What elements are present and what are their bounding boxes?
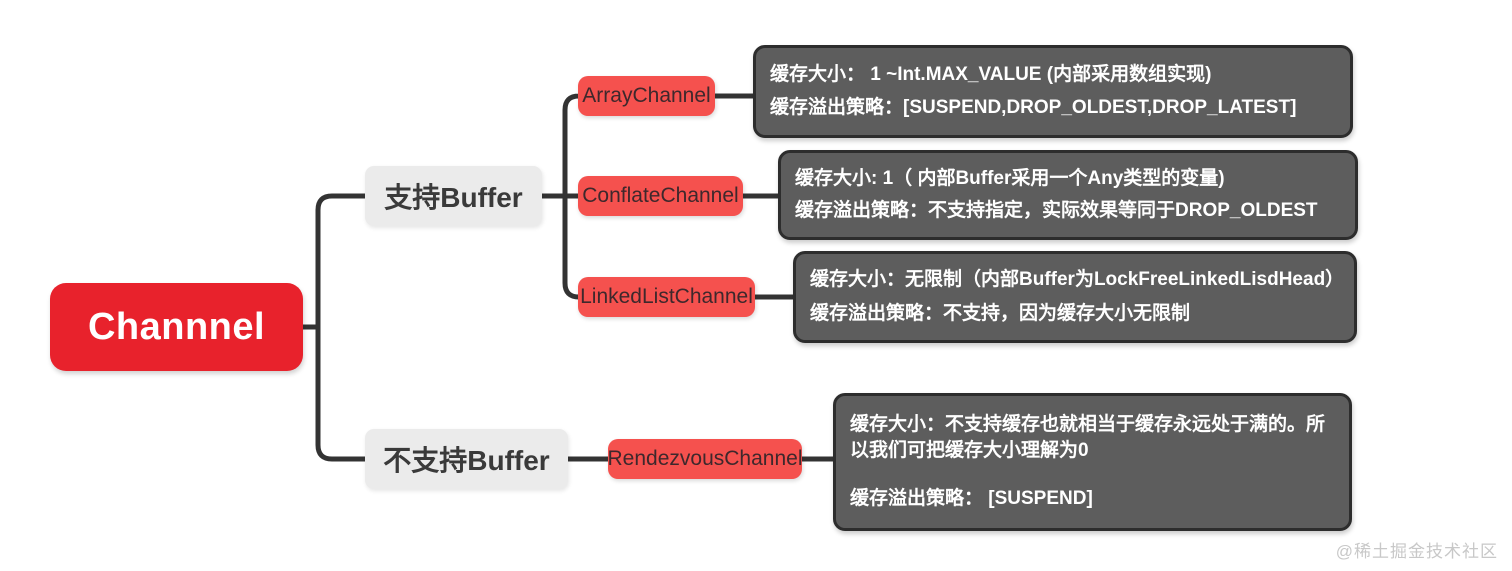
desc-box-arraychannel[interactable]: 缓存大小： 1 ~Int.MAX_VALUE (内部采用数组实现) 缓存溢出策略… xyxy=(753,45,1353,138)
desc-overflow-policy: 缓存溢出策略： [SUSPEND] xyxy=(850,488,1093,509)
desc-box-rendezvouschannel[interactable]: 缓存大小：不支持缓存也就相当于缓存永远处于满的。所以我们可把缓存大小理解为0 缓… xyxy=(833,393,1352,531)
desc-buffer-size: 缓存大小：无限制（内部Buffer为LockFreeLinkedLisdHead… xyxy=(810,269,1345,291)
connector-buffer-children xyxy=(562,93,580,300)
branch-node-buffer-supported[interactable]: 支持Buffer xyxy=(365,166,542,226)
watermark: @稀土掘金技术社区 xyxy=(1335,542,1498,561)
desc-buffer-size: 缓存大小：不支持缓存也就相当于缓存永远处于满的。所以我们可把缓存大小理解为0 xyxy=(850,414,1326,461)
channel-node-linkedlistchannel[interactable]: LinkedListChannel xyxy=(578,277,755,317)
channel-node-conflatechannel[interactable]: ConflateChannel xyxy=(578,176,743,216)
channel-node-rendezvouschannel[interactable]: RendezvousChannel xyxy=(608,439,802,479)
desc-box-conflatechannel[interactable]: 缓存大小: 1（ 内部Buffer采用一个Any类型的变量) 缓存溢出策略：不支… xyxy=(778,150,1358,240)
root-node-channel[interactable]: Channnel xyxy=(50,283,303,371)
desc-overflow-policy: 缓存溢出策略：不支持，因为缓存大小无限制 xyxy=(810,302,1191,324)
connector-root-branches xyxy=(315,193,365,462)
desc-overflow-policy: 缓存溢出策略：不支持指定，实际效果等同于DROP_OLDEST xyxy=(795,200,1318,222)
branch-node-buffer-unsupported[interactable]: 不支持Buffer xyxy=(365,429,568,489)
desc-box-linkedlistchannel[interactable]: 缓存大小：无限制（内部Buffer为LockFreeLinkedLisdHead… xyxy=(793,251,1357,343)
desc-buffer-size: 缓存大小: 1（ 内部Buffer采用一个Any类型的变量) xyxy=(795,167,1225,189)
desc-buffer-size: 缓存大小： 1 ~Int.MAX_VALUE (内部采用数组实现) xyxy=(770,63,1212,85)
desc-overflow-policy: 缓存溢出策略：[SUSPEND,DROP_OLDEST,DROP_LATEST] xyxy=(770,97,1297,119)
channel-node-arraychannel[interactable]: ArrayChannel xyxy=(578,76,715,116)
